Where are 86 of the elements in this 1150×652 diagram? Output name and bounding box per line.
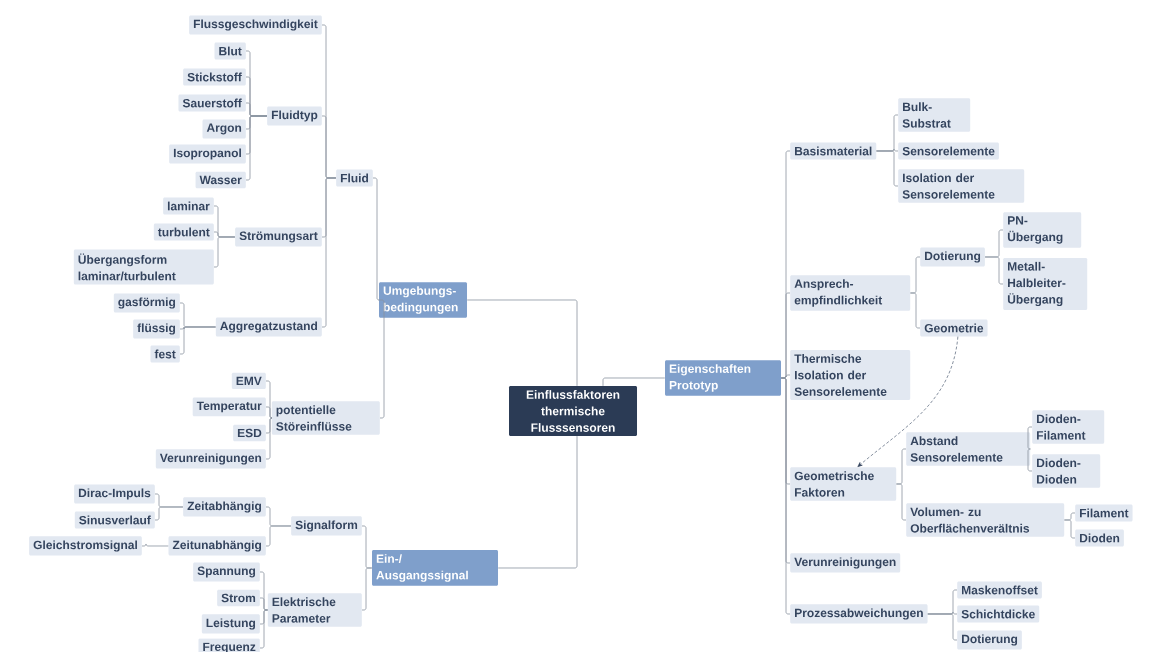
topic-box: Schichtdicke [957, 605, 1040, 623]
topic-box: Sauerstoff [178, 94, 246, 112]
topic-box: Verunreinigungen [790, 553, 901, 573]
topic-box: fest [150, 345, 180, 363]
topic-box: Elektrische Parameter [267, 593, 362, 627]
topic-box: Zeitabhängig [183, 497, 266, 517]
connector-line [466, 299, 578, 387]
connector-line [321, 177, 337, 328]
topic-box: Übergangsform laminar/turbulent [73, 249, 214, 285]
connector-line [876, 150, 899, 187]
topic-box: Dioden- Dioden [1032, 454, 1101, 488]
topic-box: turbulent [153, 223, 214, 241]
topic-box: Fluid [336, 169, 373, 187]
topic-box: Flussgeschwindigkeit [189, 15, 322, 35]
topic-box: Abstand Sensorelemente [906, 432, 1031, 466]
connector-line [602, 377, 666, 387]
topic-box: Sensorelemente [898, 142, 999, 160]
topic-box: Signalform [291, 516, 362, 536]
topic-box: Ansprech- empfindlichkeit [790, 275, 911, 311]
topic-box: Blut [214, 42, 246, 60]
topic-box: PN- Übergang [1003, 212, 1082, 248]
topic-box: EMV [231, 372, 266, 390]
topic-box: flüssig [133, 319, 180, 339]
connector-line [259, 609, 268, 649]
connector-line [213, 236, 236, 268]
topic-box: Leistung [201, 614, 260, 634]
connector-line [259, 597, 268, 611]
connector-line [179, 326, 216, 355]
central-topic-box: Einflussfaktoren thermische Flusssensoren [509, 386, 637, 436]
topic-box: Strömungsart [235, 227, 322, 247]
topic-box: Dotierung [920, 247, 985, 267]
topic-box: Isolation der Sensorelemente [898, 169, 1025, 203]
connector-line [265, 417, 273, 460]
topic-box: Stickstoff [183, 68, 246, 86]
connector-line [372, 177, 380, 301]
connector-line [896, 483, 907, 521]
node-label: Abstand Sensorelemente [910, 436, 1003, 462]
topic-box: Wasser [195, 171, 246, 189]
topic-box: Gleichstromsignal [29, 536, 142, 556]
topic-box: Temperatur [192, 397, 266, 417]
topic-box: Isopropanol [169, 144, 246, 164]
connector-line [361, 567, 373, 611]
topic-box: Dioden- Filament [1032, 410, 1105, 444]
topic-box: ESD [233, 424, 266, 442]
topic-box: Volumen- zu Oberflächenverältnis [906, 503, 1065, 537]
topic-box: Fluidtyp [267, 106, 322, 126]
topic-box: Geometrische Faktoren [790, 467, 897, 501]
topic-box: Filament [1075, 504, 1133, 522]
topic-box: Bulk- Substrat [898, 98, 971, 132]
topic-box: Thermische Isolation der Sensorelemente [790, 350, 911, 400]
topic-box: Dirac-Impuls [74, 484, 155, 504]
branch-box: Ein-/ Ausgangssignal [372, 550, 498, 586]
connector-line [154, 506, 184, 521]
branch-box: Eigenschaften Prototyp [665, 360, 781, 396]
curved-arrow [857, 336, 959, 467]
topic-box: Sinusverlauf [74, 511, 155, 529]
topic-box: Aggregatzustand [215, 317, 322, 337]
connector-line [1027, 448, 1033, 472]
connector-line [265, 525, 292, 547]
branch-box: Umgebungs- bedingungen [379, 282, 467, 318]
topic-box: laminar [163, 197, 214, 215]
topic-box: Strom [217, 589, 260, 607]
topic-box: gasförmig [113, 293, 180, 313]
topic-box: Zeitunabhängig [168, 536, 266, 556]
connector-line [910, 292, 921, 329]
topic-box: Metall- Halbleiter- Übergang [1003, 257, 1088, 311]
topic-box: Basismaterial [790, 142, 877, 160]
topic-box: Maskenoffset [957, 581, 1042, 599]
topic-box: Spannung [193, 562, 260, 582]
connector-line [1027, 426, 1033, 450]
connector-line [497, 435, 578, 569]
topic-box: Dotierung [957, 630, 1022, 650]
connector-line [245, 115, 268, 181]
topic-box: Dioden [1075, 529, 1124, 547]
connector-line [927, 613, 958, 641]
topic-box: Geometrie [920, 319, 988, 337]
connector-line [265, 406, 273, 419]
connector-line [378, 299, 385, 419]
connector-line [1064, 519, 1076, 539]
connector-line [141, 543, 169, 547]
connector-line [780, 377, 791, 615]
connector-line [984, 256, 1004, 285]
topic-box: potentielle Störeinflüsse [271, 401, 380, 435]
topic-box: Argon [202, 119, 246, 139]
topic-box: Verunreinigungen [155, 449, 266, 469]
topic-box: Prozessabweichungen [790, 604, 928, 624]
